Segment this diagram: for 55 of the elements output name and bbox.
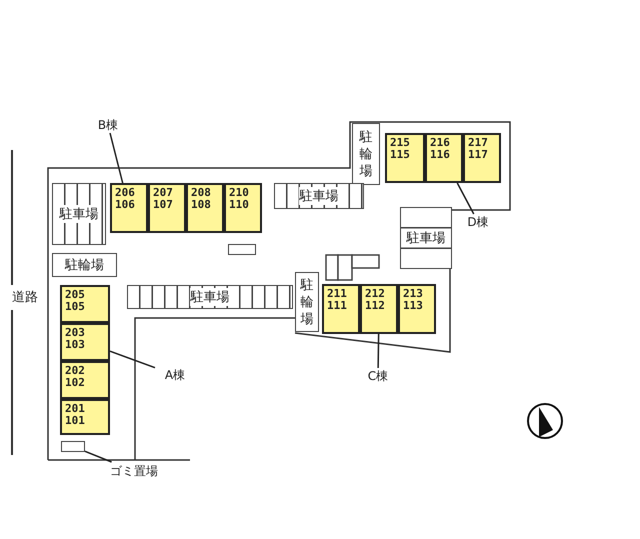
room-numbers: 211 111	[327, 288, 348, 312]
road-label: 道路	[12, 288, 38, 306]
leader-line	[110, 350, 156, 368]
room-numbers: 212 112	[365, 288, 386, 312]
room-numbers: 202 102	[65, 365, 86, 389]
building-label: C棟	[358, 368, 398, 384]
apartment-unit	[385, 133, 425, 183]
parking-lot	[52, 183, 106, 245]
leader-line	[377, 334, 380, 368]
area-label: 駐車場	[58, 205, 100, 223]
area-label: 駐車場	[190, 288, 230, 306]
apartment-unit	[398, 284, 436, 334]
apartment-unit	[322, 284, 360, 334]
room-numbers: 210 110	[229, 187, 250, 211]
area-label: 駐車場	[406, 229, 446, 247]
apartment-unit	[148, 183, 186, 233]
bicycle-parking	[295, 272, 319, 332]
leader-line	[109, 132, 124, 184]
bicycle-parking	[352, 123, 380, 185]
area-label: 駐輪場	[359, 128, 373, 180]
area-label: 駐輪場	[65, 257, 104, 274]
parking-lot	[274, 183, 364, 209]
bicycle-parking	[52, 253, 117, 277]
room-numbers: 207 107	[153, 187, 174, 211]
room-numbers: 206 106	[115, 187, 136, 211]
parking-lot	[127, 285, 293, 309]
small-box	[61, 441, 85, 452]
room-numbers: 216 116	[430, 137, 451, 161]
room-numbers: 213 113	[403, 288, 424, 312]
apartment-unit	[60, 399, 110, 435]
apartment-unit	[60, 361, 110, 399]
building-label: D棟	[458, 214, 498, 230]
leader-line	[456, 182, 474, 214]
apartment-unit	[360, 284, 398, 334]
building-label: A棟	[155, 367, 195, 383]
room-numbers: 208 108	[191, 187, 212, 211]
apartment-unit	[425, 133, 463, 183]
apartment-unit	[60, 323, 110, 361]
apartment-unit	[110, 183, 148, 233]
room-numbers: 201 101	[65, 403, 86, 427]
room-numbers: 203 103	[65, 327, 86, 351]
parking-lot	[400, 207, 452, 269]
building-label: B棟	[88, 117, 128, 133]
area-label: 駐車場	[298, 187, 340, 205]
room-numbers: 205 105	[65, 289, 86, 313]
building-label: ゴミ置場	[98, 462, 170, 480]
small-box	[228, 244, 256, 255]
apartment-unit	[60, 285, 110, 323]
apartment-unit	[186, 183, 224, 233]
room-numbers: 215 115	[390, 137, 411, 161]
area-label: 駐輪場	[300, 276, 314, 328]
leader-line	[84, 450, 112, 463]
apartment-unit	[224, 183, 262, 233]
room-numbers: 217 117	[468, 137, 489, 161]
apartment-unit	[463, 133, 501, 183]
